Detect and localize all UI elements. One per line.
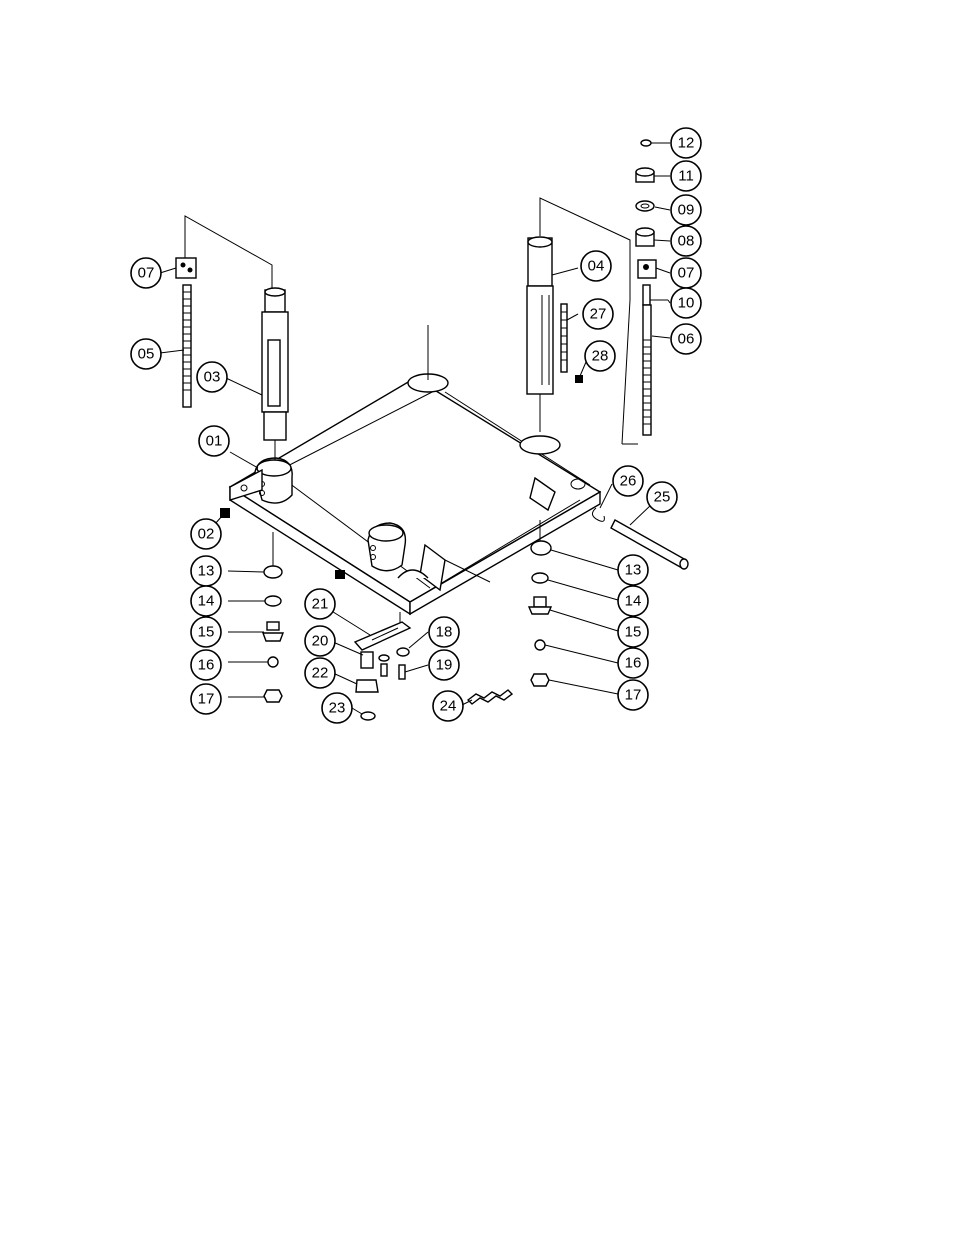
callout-17-left: 17 [190,683,222,715]
svg-text:17: 17 [625,687,642,704]
leader-lines [159,142,671,715]
svg-text:09: 09 [678,202,695,219]
svg-text:07: 07 [138,265,155,282]
svg-text:11: 11 [678,168,694,185]
callout-26: 26 [612,465,644,497]
right-column-assembly [526,197,638,445]
pin-and-clip [592,507,689,570]
svg-text:04: 04 [588,258,605,275]
callout-18: 18 [428,616,460,648]
callouts: 01 02 03 04 05 06 07 07 08 09 10 11 12 1… [130,127,702,724]
callout-28: 28 [584,340,616,372]
svg-text:28: 28 [592,348,609,365]
callout-16-right: 16 [617,647,649,679]
left-drive-stack [261,532,285,703]
callout-11: 11 [670,160,702,192]
right-drive-stack [527,520,553,687]
svg-text:02: 02 [198,526,215,543]
svg-text:13: 13 [198,563,215,580]
callout-04: 04 [580,250,612,282]
callout-14-left: 14 [190,585,222,617]
callout-14-right: 14 [617,585,649,617]
callout-03: 03 [196,361,228,393]
callout-12: 12 [670,127,702,159]
left-column-assembly [175,215,345,579]
svg-text:13: 13 [625,562,642,579]
svg-text:10: 10 [678,295,695,312]
right-rod-stack [635,139,668,436]
svg-text:16: 16 [625,655,642,672]
svg-text:05: 05 [138,346,155,363]
svg-text:20: 20 [312,633,329,650]
base-frame [228,325,602,616]
callout-05: 05 [130,338,162,370]
svg-text:03: 03 [204,369,221,386]
callout-21: 21 [304,588,336,620]
svg-text:21: 21 [312,596,329,613]
callout-24: 24 [432,690,464,722]
callout-17-right: 17 [617,679,649,711]
svg-text:24: 24 [440,698,457,715]
svg-text:14: 14 [198,593,215,610]
svg-text:06: 06 [678,331,695,348]
svg-text:26: 26 [620,473,637,490]
idler-assembly [353,612,514,721]
svg-text:19: 19 [436,657,453,674]
callout-13-right: 13 [617,554,649,586]
svg-text:22: 22 [312,665,329,682]
callout-09: 09 [670,194,702,226]
callout-15-right: 15 [617,616,649,648]
svg-text:18: 18 [436,624,453,641]
svg-text:15: 15 [198,624,215,641]
callout-01: 01 [198,425,230,457]
svg-text:08: 08 [678,233,695,250]
svg-text:12: 12 [678,135,695,152]
callout-02: 02 [190,518,222,550]
callout-13-left: 13 [190,555,222,587]
svg-text:17: 17 [198,691,215,708]
callout-27: 27 [582,298,614,330]
callout-06: 06 [670,323,702,355]
callout-23: 23 [321,692,353,724]
callout-19: 19 [428,649,460,681]
callout-20: 20 [304,625,336,657]
svg-text:14: 14 [625,593,642,610]
svg-text:23: 23 [329,700,346,717]
callout-16-left: 16 [190,649,222,681]
callout-08: 08 [670,225,702,257]
svg-text:15: 15 [625,624,642,641]
callout-07-right: 07 [670,257,702,289]
callout-07-left: 07 [130,257,162,289]
svg-text:01: 01 [206,433,223,450]
callout-25: 25 [646,481,678,513]
svg-text:16: 16 [198,657,215,674]
svg-text:25: 25 [654,489,671,506]
callout-22: 22 [304,657,336,689]
callout-10: 10 [670,287,702,319]
svg-text:27: 27 [590,306,607,323]
svg-text:07: 07 [678,265,695,282]
callout-15-left: 15 [190,616,222,648]
